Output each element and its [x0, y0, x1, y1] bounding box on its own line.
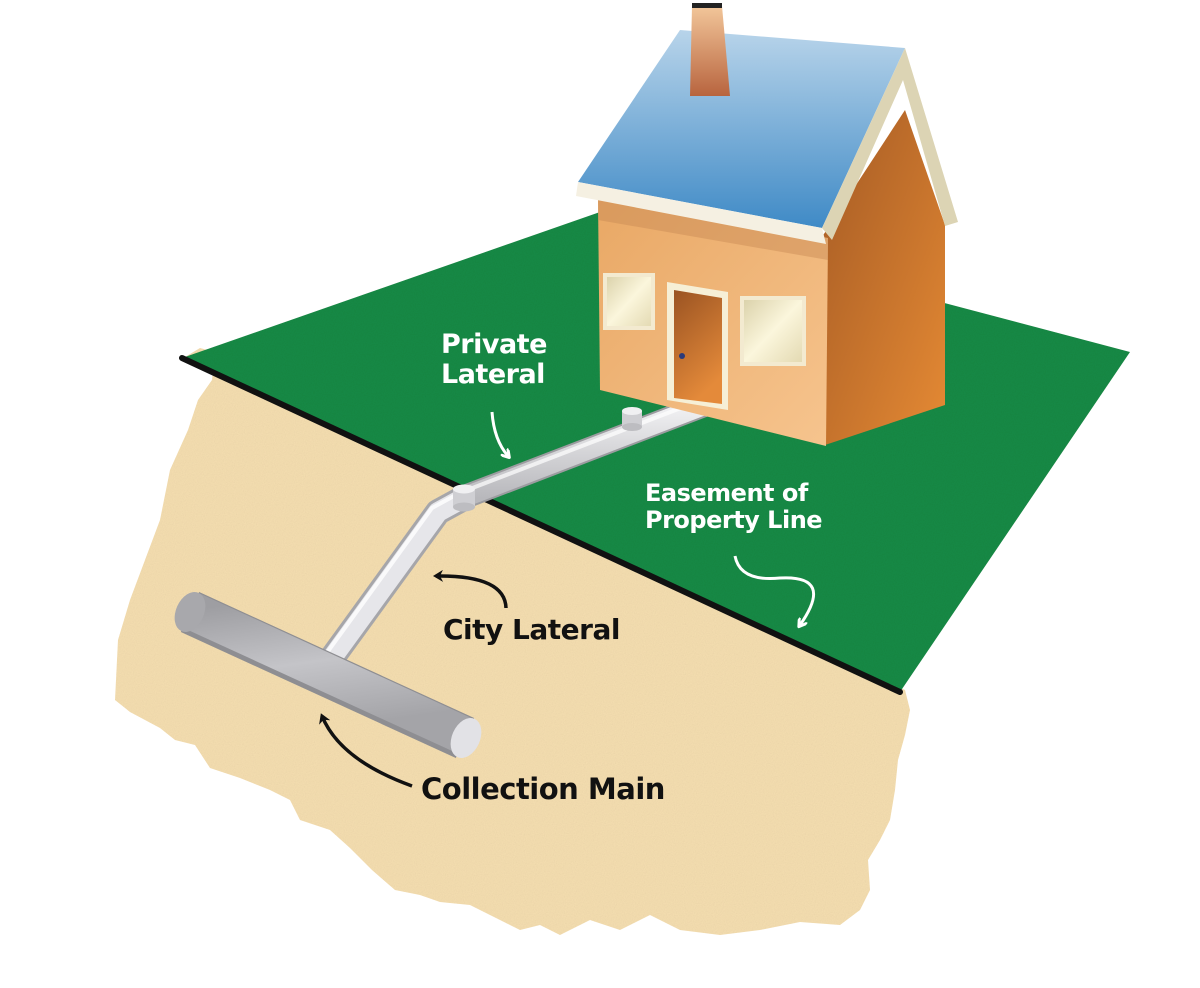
private-lateral-label: Private Lateral — [441, 329, 547, 391]
door — [674, 290, 722, 404]
window-left — [603, 273, 655, 330]
window-right — [740, 296, 806, 366]
cleanout-cap-house — [622, 407, 642, 431]
collection-main-arrow — [319, 713, 413, 788]
private-lateral-label-line1: Private — [441, 329, 547, 360]
city-lateral-arrow — [433, 569, 508, 609]
door-knob — [679, 353, 685, 359]
house — [576, 3, 958, 446]
collection-main-pipe — [174, 591, 482, 759]
easement-label: Easement of Property Line — [645, 479, 823, 534]
soil-ground — [115, 348, 910, 935]
easement-label-line2: Property Line — [645, 505, 823, 534]
chimney — [690, 6, 730, 96]
cleanout-cap-property-line — [453, 484, 475, 512]
collection-main-label: Collection Main — [421, 772, 665, 806]
city-lateral-pipe — [321, 488, 467, 666]
city-lateral-label: City Lateral — [443, 613, 620, 646]
property-line — [179, 355, 903, 695]
easement-label-line1: Easement of — [645, 479, 808, 507]
private-lateral-pipe — [450, 390, 724, 510]
private-lateral-arrow — [490, 411, 508, 456]
easement-arrow — [733, 555, 816, 625]
house-roof — [578, 30, 905, 228]
private-lateral-label-line2: Lateral — [441, 359, 545, 391]
